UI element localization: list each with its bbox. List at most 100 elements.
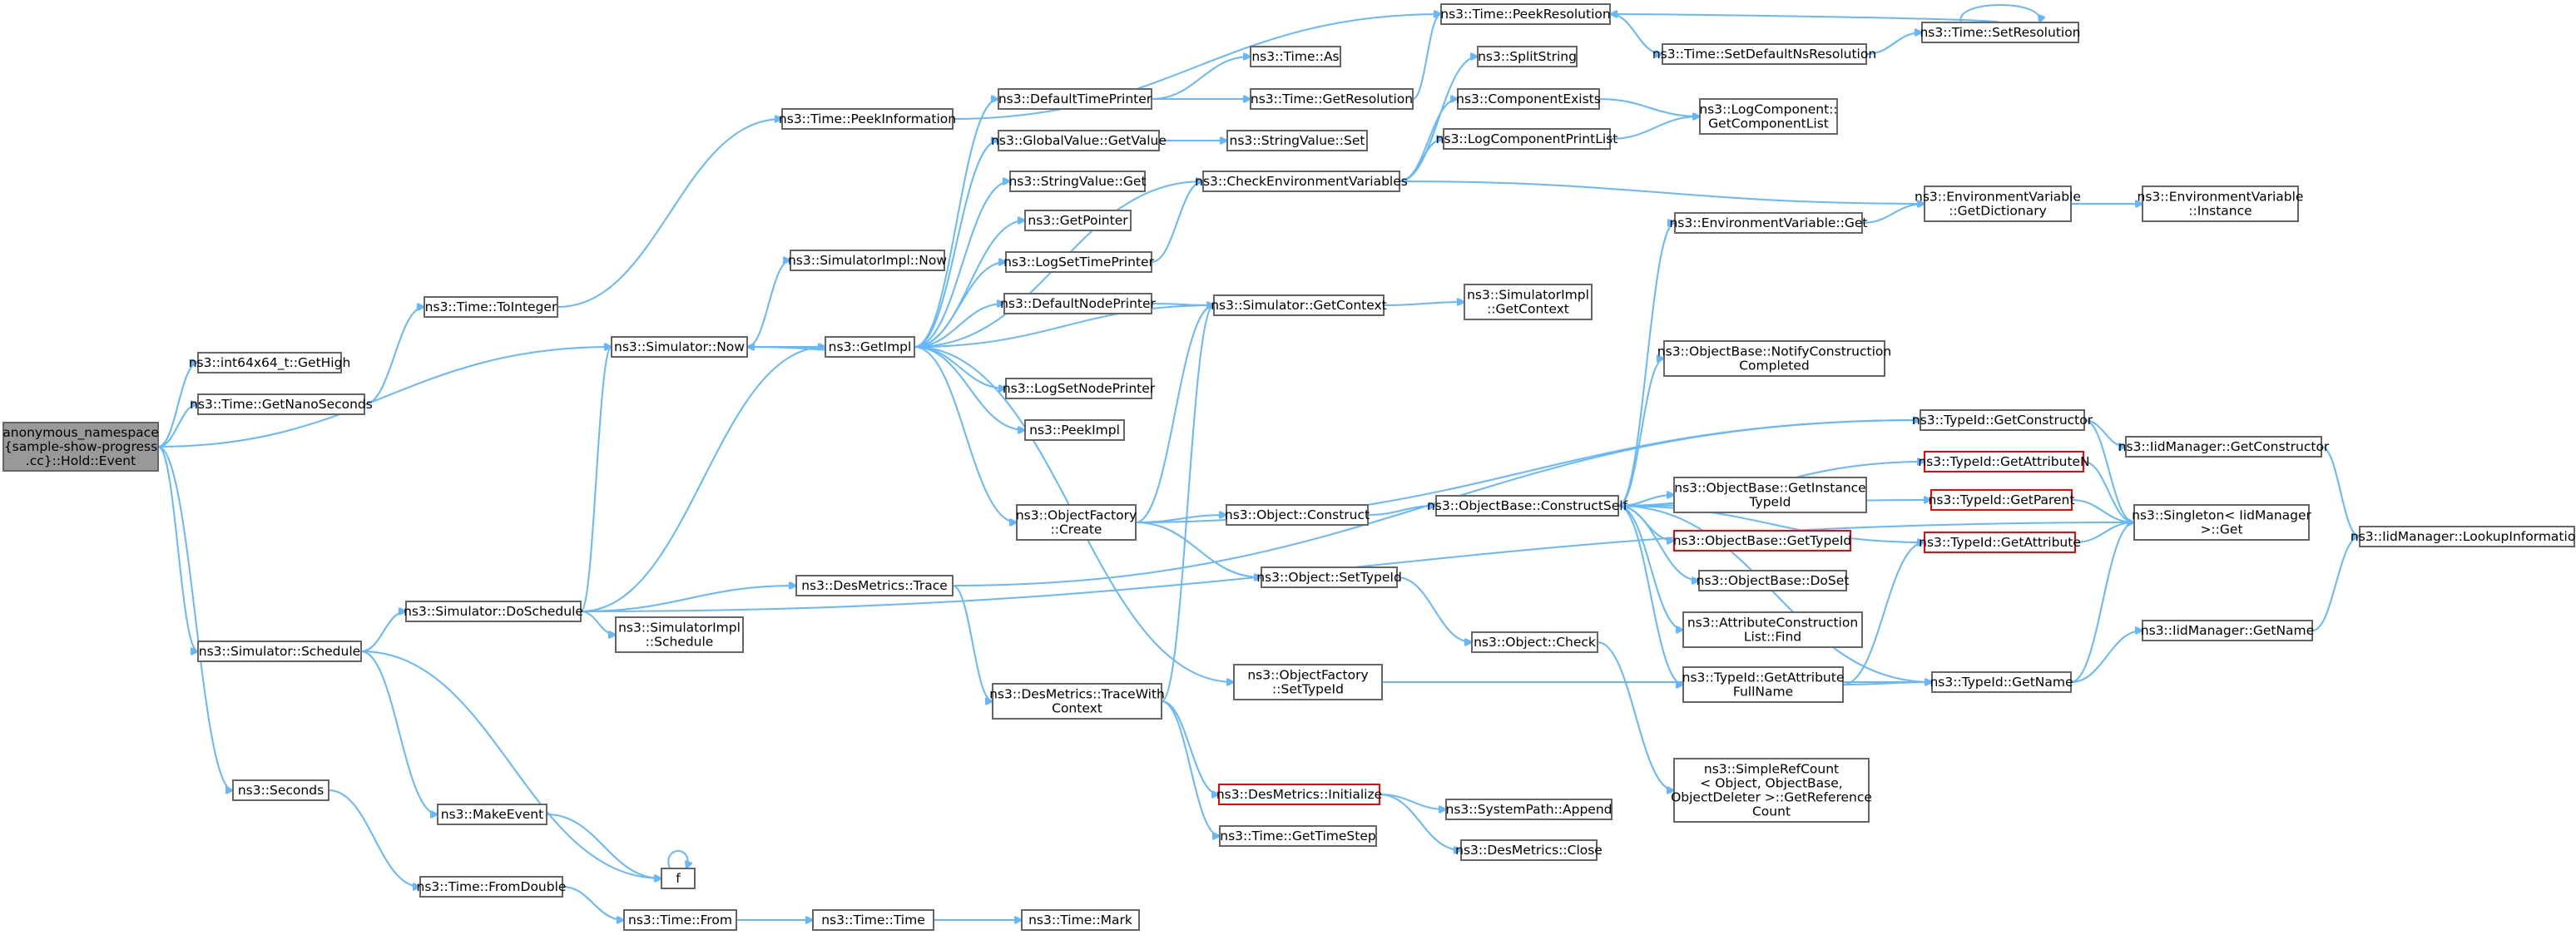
graph-node-svGet[interactable]: ns3::StringValue::Get [1008,171,1147,192]
graph-node-objSetTid[interactable]: ns3::Object::SetTypeId [1256,566,1402,588]
node-box [790,250,945,271]
graph-node-tidGetName[interactable]: ns3::TypeId::GetName [1930,671,2073,693]
graph-node-iidGetCtor[interactable]: ns3::IidManager::GetConstructor [2118,436,2330,458]
graph-node-envGet[interactable]: ns3::EnvironmentVariable::Get [1669,212,1868,234]
graph-node-obConstructSelf[interactable]: ns3::ObjectBase::ConstructSelf [1427,495,1628,517]
graph-node-objCheck[interactable]: ns3::Object::Check [1471,631,1598,653]
graph-node-objConstruct[interactable]: ns3::Object::Construct [1225,504,1370,526]
graph-node-obDoSet[interactable]: ns3::ObjectBase::DoSet [1697,570,1850,591]
graph-node-defTP[interactable]: ns3::DefaultTimePrinter [998,88,1152,110]
graph-node-fromDouble[interactable]: ns3::Time::FromDouble [417,876,567,898]
graph-node-timeAs[interactable]: ns3::Time::As [1250,46,1341,67]
graph-node-splitStr[interactable]: ns3::SplitString [1477,46,1578,67]
graph-node-ofSetTid[interactable]: ns3::ObjectFactory::SetTypeId [1233,664,1383,700]
graph-node-simNow[interactable]: ns3::Simulator::Now [611,336,748,358]
graph-node-getNano[interactable]: ns3::Time::GetNanoSeconds [190,393,373,415]
graph-node-implGetCtx[interactable]: ns3::SimulatorImpl::GetContext [1464,284,1593,320]
graph-node-timeTime[interactable]: ns3::Time::Time [812,909,934,931]
graph-node-root[interactable]: anonymous_namespace{sample-show-progress… [2,422,159,472]
edge-f-to-f [667,850,687,868]
graph-node-iidGetName[interactable]: ns3::IidManager::GetName [2141,620,2314,641]
graph-node-checkEnv[interactable]: ns3::CheckEnvironmentVariables [1195,171,1408,192]
graph-node-svSet[interactable]: ns3::StringValue::Set [1226,130,1368,151]
graph-node-getImpl[interactable]: ns3::GetImpl [825,336,915,358]
graph-node-peekInfo[interactable]: ns3::Time::PeekInformation [779,108,956,130]
node-box [1924,451,2084,472]
graph-node-setDef[interactable]: ns3::Time::SetDefaultNsResolution [1652,43,1876,65]
node-label: ns3::Time::Mark [1028,913,1132,928]
graph-node-toInt[interactable]: ns3::Time::ToInteger [424,296,558,318]
graph-node-implSchedule[interactable]: ns3::SimulatorImpl::Schedule [615,616,744,653]
graph-node-tidGetParent[interactable]: ns3::TypeId::GetParent [1929,489,2075,511]
node-box [1226,504,1369,526]
graph-node-tidGetCtor[interactable]: ns3::TypeId::GetConstructor [1912,409,2093,431]
node-label: ns3::Object::Construct [1225,507,1370,522]
edge-desTraceCtx-to-simGetCtx [1161,305,1215,702]
node-box [781,108,954,130]
graph-node-desClose[interactable]: ns3::DesMetrics::Close [1455,839,1603,861]
graph-node-obNotify[interactable]: ns3::ObjectBase::NotifyConstructionCompl… [1657,340,1891,377]
graph-node-getTimeStep[interactable]: ns3::Time::GetTimeStep [1219,825,1377,847]
edge-root-to-simNow [157,347,612,448]
graph-node-obGetTid[interactable]: ns3::ObjectBase::GetTypeId [1673,530,1852,552]
graph-node-makeEvent[interactable]: ns3::MakeEvent [437,804,547,825]
graph-node-timeMark[interactable]: ns3::Time::Mark [1021,909,1140,931]
edge-obConstructSelf-to-attrFind [1617,505,1684,630]
graph-node-f[interactable]: f [661,868,696,889]
graph-node-simGetCtx[interactable]: ns3::Simulator::GetContext [1211,294,1387,316]
graph-node-getPtr[interactable]: ns3::GetPointer [1024,210,1132,231]
graph-node-envInst[interactable]: ns3::EnvironmentVariable::Instance [2138,186,2304,222]
graph-node-tidGetAttr[interactable]: ns3::TypeId::GetAttribute [1919,532,2081,553]
graph-node-singleton[interactable]: ns3::Singleton< IidManager>::Get [2132,504,2312,541]
graph-node-sysAppend[interactable]: ns3::SystemPath::Append [1445,799,1612,820]
edge-tidGetCtor-to-singleton [2083,419,2135,522]
graph-node-tidGetAttrN[interactable]: ns3::TypeId::GetAttributeN [1918,451,2090,472]
graph-node-iidLookup[interactable]: ns3::IidManager::LookupInformation [2351,526,2576,547]
graph-node-getHigh[interactable]: ns3::int64x64_t::GetHigh [189,352,351,374]
graph-node-gvGet[interactable]: ns3::GlobalValue::GetValue [991,130,1167,151]
graph-node-desTrace[interactable]: ns3::DesMetrics::Trace [795,575,954,596]
edge-root-to-simSchedule [157,446,199,651]
graph-node-ofCreate[interactable]: ns3::ObjectFactory::Create [1016,504,1137,541]
graph-node-simDoSchedule[interactable]: ns3::Simulator::DoSchedule [404,601,583,622]
edge-getRes-to-peekRes [1412,14,1442,100]
node-box [1921,22,2079,43]
graph-node-simSchedule[interactable]: ns3::Simulator::Schedule [197,641,362,662]
node-box [1924,186,2072,222]
node-box [1460,839,1598,861]
graph-node-compExists[interactable]: ns3::ComponentExists [1456,88,1601,110]
graph-node-logCompPL[interactable]: ns3::LogComponentPrintList [1436,128,1618,150]
graph-node-logSTP[interactable]: ns3::LogSetTimePrinter [1003,251,1155,273]
graph-node-desInit[interactable]: ns3::DesMetrics::Initialize [1216,784,1382,805]
node-label: ns3::Time::GetNanoSeconds [190,397,373,412]
node-label: ns3::Time::As [1251,49,1339,64]
node-box [1202,171,1400,192]
graph-node-logCompGL[interactable]: ns3::LogComponent::GetComponentList [1699,98,1838,135]
node-label: ns3::TypeId::GetName [1930,675,2073,690]
graph-node-timeFrom[interactable]: ns3::Time::From [623,909,737,931]
graph-node-logSNP[interactable]: ns3::LogSetNodePrinter [1003,378,1156,399]
edge-getImpl-to-simGetCtx [914,305,1214,348]
graph-node-simpleRef[interactable]: ns3::SimpleRefCount< Object, ObjectBase,… [1671,758,1872,823]
graph-node-setRes[interactable]: ns3::Time::SetResolution [1920,22,2081,43]
graph-node-defNP[interactable]: ns3::DefaultNodePrinter [1000,293,1157,314]
edge-tidGetName-to-singleton [2070,522,2135,683]
node-box [1261,566,1398,588]
graph-node-peekRes[interactable]: ns3::Time::PeekResolution [1440,3,1611,25]
node-box [1226,130,1368,151]
node-box [1673,530,1851,552]
node-box [2142,620,2313,641]
node-label: Context [1052,700,1102,715]
graph-node-envGetDict[interactable]: ns3::EnvironmentVariable::GetDictionary [1915,186,2081,222]
node-box [1213,294,1385,316]
graph-node-getRes[interactable]: ns3::Time::GetResolution [1250,88,1414,110]
graph-node-peekImpl[interactable]: ns3::PeekImpl [1024,419,1125,441]
node-box [1218,784,1380,805]
edge-getNano-to-toInt [364,307,425,405]
graph-node-implNow[interactable]: ns3::SimulatorImpl::Now [788,250,947,271]
graph-node-seconds[interactable]: ns3::Seconds [232,779,329,801]
